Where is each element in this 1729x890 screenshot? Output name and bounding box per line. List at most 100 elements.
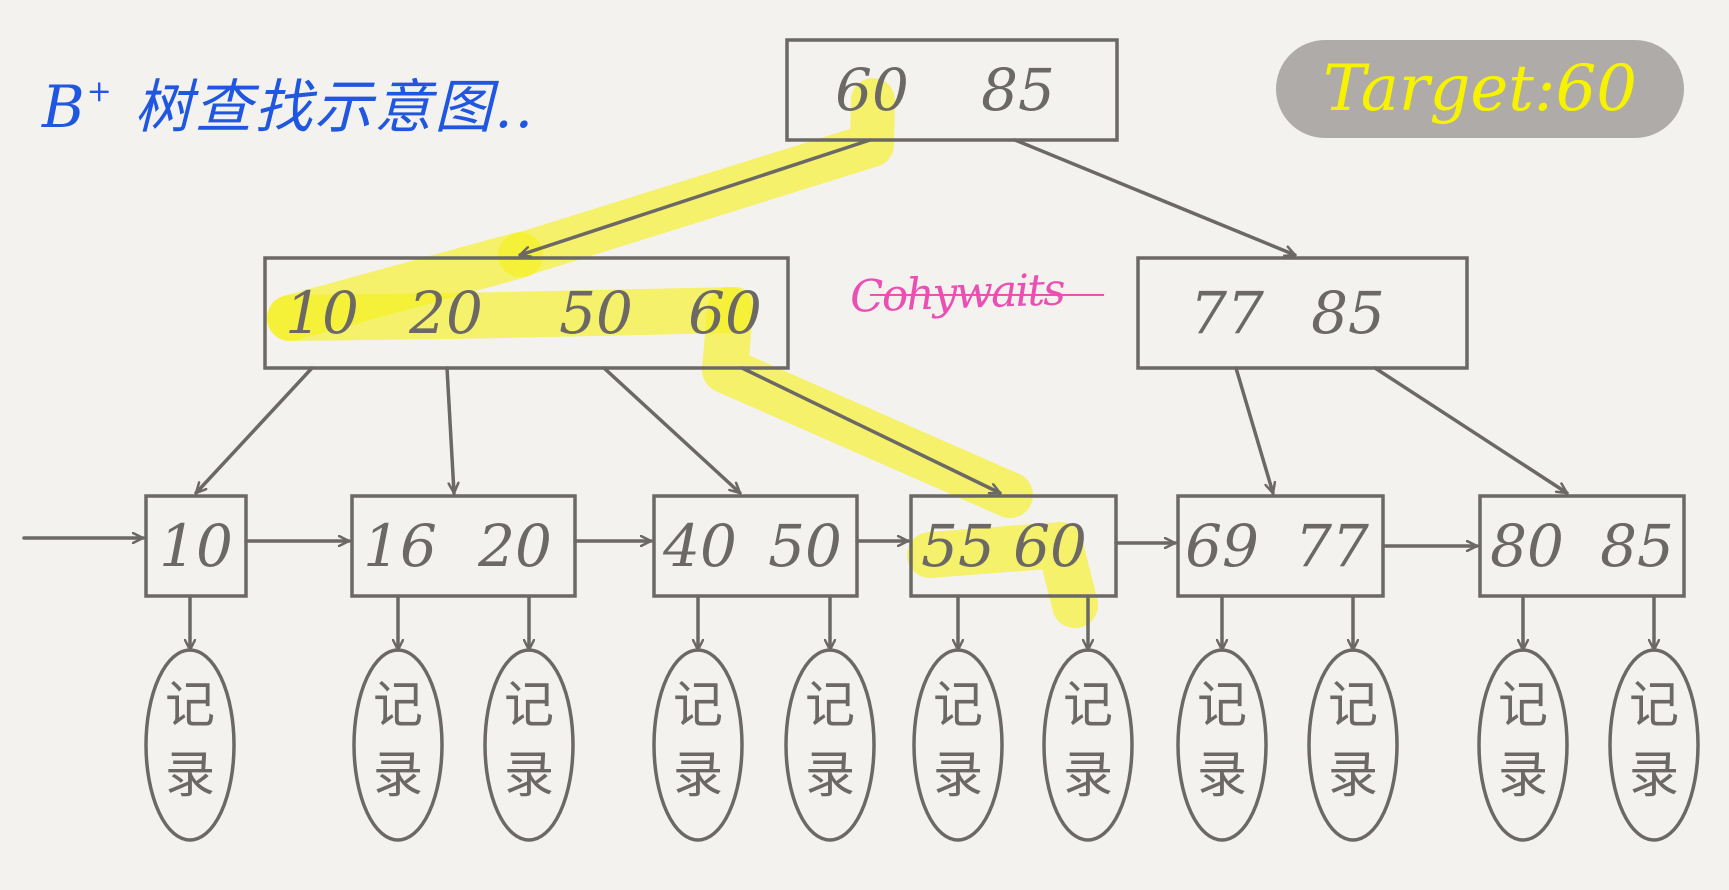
record-10: 记录 bbox=[1477, 648, 1569, 842]
record-11: 记录 bbox=[1608, 648, 1700, 842]
record-ellipse bbox=[1608, 648, 1700, 842]
target-badge: Target:60 bbox=[1276, 40, 1684, 138]
internal-node-right-box bbox=[1136, 256, 1469, 370]
leaf-node-5-box bbox=[1176, 494, 1385, 598]
record-label-char: 记 bbox=[1197, 676, 1247, 734]
root-node: 60 85 bbox=[785, 38, 1119, 142]
record-label-char: 记 bbox=[165, 676, 215, 734]
leaf-node-4-key: 60 bbox=[1013, 512, 1087, 580]
record-ellipse bbox=[144, 648, 236, 842]
leaf-node-1-box bbox=[144, 494, 248, 598]
record-label-char: 记 bbox=[1498, 676, 1548, 734]
record-2: 记录 bbox=[352, 648, 444, 842]
edge-int-leaf6 bbox=[1373, 366, 1569, 495]
leaf-node-3-key: 40 bbox=[662, 512, 737, 580]
record-ellipse bbox=[1477, 648, 1569, 842]
record-label-char: 录 bbox=[165, 746, 215, 804]
record-1: 记录 bbox=[144, 648, 236, 842]
tree-edges bbox=[22, 138, 1654, 652]
internal-node-left-key: 10 bbox=[285, 279, 359, 347]
hl-leaf-keys bbox=[907, 522, 1098, 628]
record-ellipse bbox=[1042, 648, 1134, 842]
internal-node-left-box bbox=[263, 256, 790, 370]
leaf-node-3-key: 50 bbox=[768, 512, 842, 580]
record-9: 记录 bbox=[1307, 648, 1399, 842]
record-label-char: 记 bbox=[1629, 676, 1679, 734]
title-plus: + bbox=[86, 73, 114, 109]
hl-internal-to-leaf bbox=[702, 287, 1033, 518]
record-label-char: 录 bbox=[373, 746, 423, 804]
internal-node-left-key: 50 bbox=[559, 279, 633, 347]
leaf-node-3-box bbox=[652, 494, 859, 598]
record-ellipse bbox=[652, 648, 744, 842]
leaf-node-2-box bbox=[350, 494, 577, 598]
record-label-char: 记 bbox=[805, 676, 855, 734]
record-label-char: 录 bbox=[1328, 746, 1378, 804]
record-ellipse bbox=[912, 648, 1004, 842]
record-label-char: 录 bbox=[1629, 746, 1679, 804]
record-ellipse bbox=[784, 648, 876, 842]
record-4: 记录 bbox=[652, 648, 744, 842]
record-ellipse bbox=[483, 648, 575, 842]
edge-int-leaf4 bbox=[740, 366, 1002, 495]
record-label-char: 录 bbox=[805, 746, 855, 804]
leaf-node-5-key: 69 bbox=[1185, 512, 1259, 580]
title-rest: 树查找示意图.. bbox=[134, 73, 536, 141]
record-ellipse bbox=[1307, 648, 1399, 842]
record-label-char: 录 bbox=[673, 746, 723, 804]
edge-int-leaf1 bbox=[194, 366, 314, 495]
record-7: 记录 bbox=[1042, 648, 1134, 842]
leaf-node-5: 69 77 bbox=[1176, 494, 1385, 598]
leaf-node-4-key: 55 bbox=[921, 512, 995, 580]
record-label-char: 录 bbox=[1063, 746, 1113, 804]
record-label-char: 记 bbox=[504, 676, 554, 734]
record-label-char: 记 bbox=[373, 676, 423, 734]
root-node-box bbox=[785, 38, 1119, 142]
leaf-node-4: 55 60 bbox=[909, 494, 1118, 598]
record-5: 记录 bbox=[784, 648, 876, 842]
record-label-char: 记 bbox=[1063, 676, 1113, 734]
edge-int-leaf3 bbox=[602, 366, 742, 495]
root-node-key: 60 bbox=[835, 56, 909, 124]
edge-root-right bbox=[1013, 138, 1297, 255]
internal-node-left: 10 20 50 60 bbox=[263, 256, 790, 370]
title-b: B bbox=[42, 73, 87, 141]
leaf-node-4-box bbox=[909, 494, 1118, 598]
record-label-char: 录 bbox=[933, 746, 983, 804]
leaf-node-2-key: 16 bbox=[363, 512, 437, 580]
record-label-char: 录 bbox=[1498, 746, 1548, 804]
edge-int-leaf2 bbox=[445, 366, 454, 495]
hl-internal-keys bbox=[267, 287, 758, 341]
record-label-char: 记 bbox=[933, 676, 983, 734]
internal-node-left-key: 20 bbox=[408, 279, 483, 347]
hl-root-to-internal bbox=[498, 78, 895, 277]
internal-node-right-key: 77 bbox=[1190, 279, 1264, 347]
edge-int-leaf5 bbox=[1234, 366, 1273, 495]
record-label-char: 记 bbox=[1328, 676, 1378, 734]
record-6: 记录 bbox=[912, 648, 1004, 842]
leaf-node-1-key: 10 bbox=[159, 512, 233, 580]
leaf-node-3: 40 50 bbox=[652, 494, 859, 598]
root-node-key: 85 bbox=[981, 56, 1055, 124]
record-ellipse bbox=[352, 648, 444, 842]
leaf-node-1: 10 bbox=[144, 494, 248, 598]
leaf-node-2-key: 20 bbox=[477, 512, 552, 580]
record-8: 记录 bbox=[1176, 648, 1268, 842]
edge-root-left bbox=[518, 138, 872, 255]
leaf-node-6-key: 80 bbox=[1490, 512, 1564, 580]
internal-node-left-key: 60 bbox=[688, 279, 762, 347]
target-label: Target:60 bbox=[1322, 52, 1638, 126]
record-label-char: 记 bbox=[673, 676, 723, 734]
record-3: 记录 bbox=[483, 648, 575, 842]
leaf-node-5-key: 77 bbox=[1295, 512, 1369, 580]
record-ellipse bbox=[1176, 648, 1268, 842]
leaf-node-6-box bbox=[1478, 494, 1686, 598]
record-label-char: 录 bbox=[1197, 746, 1247, 804]
